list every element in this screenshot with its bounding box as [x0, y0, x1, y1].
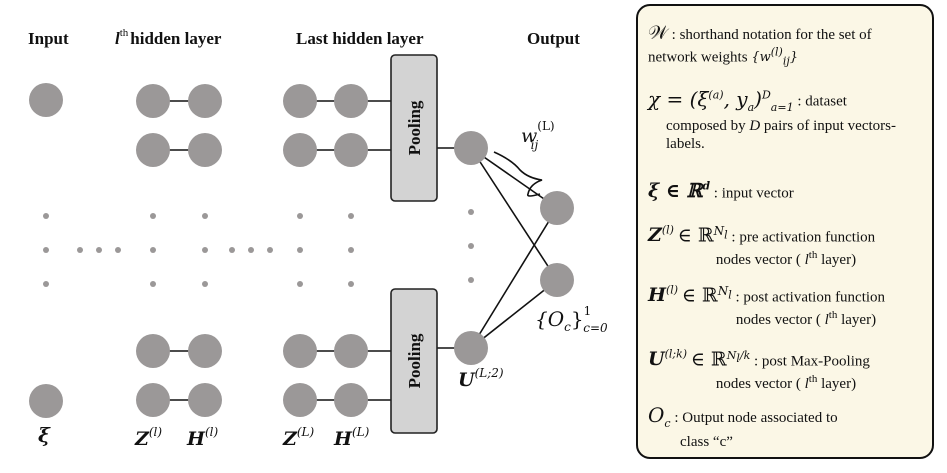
- legend-entry-dataset: χ = (ξ(a), ya)Da=1 : dataset composed by…: [648, 86, 924, 153]
- zL-node-4: [283, 383, 317, 417]
- z-node-3: [136, 334, 170, 368]
- legend-entry-output: Oc : Output node associated to class “c”: [648, 403, 924, 451]
- legend-dataset-text1: : dataset: [797, 93, 847, 110]
- notation-legend: 𝒲 : shorthand notation for the set of ne…: [636, 4, 934, 459]
- hL-label: H(L): [333, 425, 370, 450]
- edge-u1-o1: [470, 147, 558, 209]
- ellipsis-dots: [43, 209, 474, 287]
- hL-node-3: [334, 334, 368, 368]
- z-node-1: [136, 84, 170, 118]
- edge-u2-o2: [470, 279, 558, 349]
- h-node-4: [188, 383, 222, 417]
- h-label: H(l): [186, 425, 218, 450]
- legend-weights-symbol: 𝒲: [648, 22, 668, 44]
- input-node-bottom: [29, 384, 63, 418]
- pooling-box-bottom: [390, 288, 438, 434]
- legend-z-text2: nodes vector ( lth layer): [715, 249, 857, 269]
- zL-node-1: [283, 84, 317, 118]
- h-node-1: [188, 84, 222, 118]
- legend-entry-u: U(l;k) ∈ ℝNl/k : post Max-Pooling nodes …: [648, 346, 924, 393]
- xi-label: ξ: [38, 423, 51, 447]
- legend-entry-z: Z(l) ∈ ℝNl : pre activation function nod…: [648, 222, 924, 269]
- hL-node-2: [334, 133, 368, 167]
- legend-h-symbol: H(l): [648, 284, 679, 307]
- header-hidden-l: l: [115, 29, 120, 48]
- h-node-2: [188, 133, 222, 167]
- header-hidden-text: hidden layer: [130, 29, 222, 48]
- pooling-label-bottom: Pooling: [405, 333, 424, 388]
- legend-entry-input: ξ ∈ ℝd : input vector: [648, 178, 924, 202]
- z-node-2: [136, 133, 170, 167]
- zL-node-2: [283, 133, 317, 167]
- legend-u-symbol: U(l;k): [648, 348, 688, 371]
- legend-output-symbol: Oc: [648, 403, 671, 430]
- legend-dataset-symbol: χ = (ξ(a), ya)Da=1: [648, 86, 794, 114]
- h-node-3: [188, 334, 222, 368]
- pooling-box-top: [390, 54, 438, 202]
- u-node-top: [454, 131, 488, 165]
- legend-h-text2: nodes vector ( lth layer): [735, 309, 877, 329]
- hL-node-4: [334, 383, 368, 417]
- legend-weights-text: : shorthand notation for the set of netw…: [648, 27, 872, 66]
- zL-label: Z(L): [282, 425, 315, 450]
- legend-input-symbol: ξ ∈ ℝd: [648, 180, 711, 203]
- zL-node-3: [283, 334, 317, 368]
- legend-h-text1: : post activation function: [735, 289, 886, 306]
- u-label: U(L;2): [458, 366, 504, 391]
- u-node-bottom: [454, 331, 488, 365]
- legend-output-text2: class “c”: [680, 434, 733, 450]
- legend-u-text1: : post Max-Pooling: [754, 353, 870, 370]
- output-node-0: [540, 191, 574, 225]
- weight-label: w(L)ij: [521, 119, 555, 152]
- legend-output-text1: : Output node associated to: [674, 410, 838, 426]
- header-hidden-sup: th: [120, 27, 129, 39]
- legend-z-text1: : pre activation function: [731, 229, 876, 246]
- legend-input-text: : input vector: [713, 185, 794, 202]
- legend-entry-weights: 𝒲 : shorthand notation for the set of ne…: [648, 24, 924, 71]
- hL-node-1: [334, 84, 368, 118]
- header-last-hidden: Last hidden layer: [296, 29, 424, 48]
- legend-dataset-desc: composed by D pairs of input vectors-lab…: [666, 117, 896, 152]
- header-output: Output: [527, 29, 580, 48]
- legend-weights-set: {w(l)ij}: [751, 46, 799, 68]
- input-node-top: [29, 83, 63, 117]
- edge-u1-o2: [470, 147, 558, 281]
- pooling-label-top: Pooling: [405, 100, 424, 155]
- edge-u2-o1: [470, 207, 558, 349]
- z-node-4: [136, 383, 170, 417]
- legend-entry-h: H(l) ∈ ℝNl : post activation function no…: [648, 282, 924, 329]
- legend-u-text2: nodes vector ( lth layer): [715, 373, 857, 393]
- weight-brace: [493, 151, 543, 197]
- z-label: Z(l): [134, 425, 162, 450]
- legend-z-symbol: Z(l): [648, 224, 674, 247]
- header-input: Input: [28, 29, 69, 48]
- output-node-1: [540, 263, 574, 297]
